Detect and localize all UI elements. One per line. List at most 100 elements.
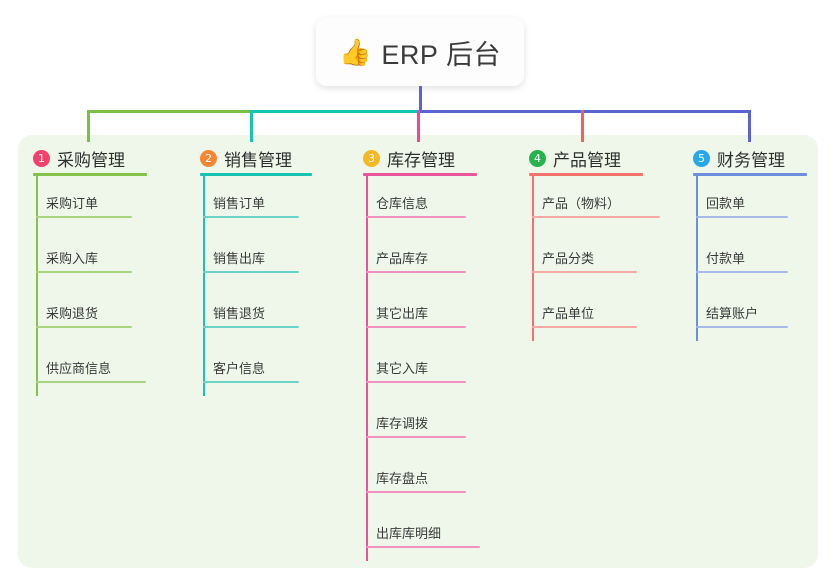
leaf-rule: [203, 326, 299, 328]
branch-header-4[interactable]: 4 产品管理: [529, 146, 621, 170]
leaf-label: 产品（物料）: [542, 196, 621, 211]
branch-column-1: 1 采购管理 采购订单 采购入库 采购退货 供应商信息: [33, 146, 147, 396]
leaf-label: 采购订单: [46, 196, 99, 211]
leaf-label: 结算账户: [706, 306, 759, 321]
drop-connector-4: [581, 110, 584, 142]
leaf-label: 销售出库: [213, 251, 266, 266]
leaf-item[interactable]: 销售订单: [203, 193, 299, 218]
leaf-item[interactable]: 其它出库: [366, 303, 466, 328]
root-node[interactable]: 👍 ERP 后台: [316, 18, 524, 86]
drop-connector-5: [748, 110, 751, 142]
branch-badge-1: 1: [33, 149, 50, 167]
branch-badge-5: 5: [693, 149, 710, 167]
branch-title-1: 采购管理: [57, 150, 125, 170]
leaf-item[interactable]: 回款单: [696, 193, 788, 218]
root-title: ERP 后台: [381, 39, 501, 70]
leaf-rule: [532, 271, 637, 273]
leaf-item[interactable]: 库存调拨: [366, 413, 466, 438]
leaf-label: 仓库信息: [376, 196, 429, 211]
branch-underline-4: [529, 173, 643, 176]
leaf-label: 销售订单: [213, 196, 266, 211]
leaf-item[interactable]: 出库库明细: [366, 523, 480, 548]
leaf-label: 产品库存: [376, 251, 429, 266]
drop-connector-2: [250, 110, 253, 142]
leaf-item[interactable]: 仓库信息: [366, 193, 466, 218]
bus-segment-1: [87, 110, 250, 113]
branch-spine-3: [366, 175, 368, 561]
leaf-rule: [366, 271, 466, 273]
leaf-rule: [203, 271, 299, 273]
branch-title-4: 产品管理: [553, 150, 621, 170]
branch-header-3[interactable]: 3 库存管理: [363, 146, 455, 170]
branch-underline-3: [363, 173, 477, 176]
leaf-label: 其它出库: [376, 306, 429, 321]
leaf-item[interactable]: 产品单位: [532, 303, 637, 328]
leaf-rule: [366, 546, 480, 548]
branch-header-2[interactable]: 2 销售管理: [200, 146, 292, 170]
leaf-label: 回款单: [706, 196, 746, 211]
leaf-label: 出库库明细: [376, 526, 442, 541]
branch-column-5: 5 财务管理 回款单 付款单 结算账户: [693, 146, 807, 341]
leaf-label: 产品分类: [542, 251, 595, 266]
leaf-label: 采购入库: [46, 251, 99, 266]
branch-spine-4: [532, 175, 534, 341]
branch-underline-2: [200, 173, 312, 176]
branch-column-3: 3 库存管理 仓库信息 产品库存 其它出库 其它入库 库存调拨 库存盘点: [363, 146, 480, 561]
leaf-rule: [532, 216, 660, 218]
branch-spine-1: [36, 175, 38, 396]
branch-spine-2: [203, 175, 205, 396]
leaf-item[interactable]: 客户信息: [203, 358, 299, 383]
leaf-rule: [366, 436, 466, 438]
leaf-label: 供应商信息: [46, 361, 112, 376]
leaf-rule: [36, 271, 132, 273]
leaf-rule: [696, 326, 788, 328]
branch-title-5: 财务管理: [717, 150, 785, 170]
branch-title-3: 库存管理: [387, 150, 455, 170]
leaf-item[interactable]: 采购退货: [36, 303, 132, 328]
leaf-item[interactable]: 库存盘点: [366, 468, 466, 493]
leaf-label: 客户信息: [213, 361, 266, 376]
leaf-item[interactable]: 产品分类: [532, 248, 637, 273]
branch-column-2: 2 销售管理 销售订单 销售出库 销售退货 客户信息: [200, 146, 312, 396]
leaf-label: 采购退货: [46, 306, 99, 321]
content-panel: [18, 135, 818, 568]
drop-connector-1: [87, 110, 90, 142]
branch-badge-4: 4: [529, 149, 546, 167]
leaf-item[interactable]: 采购入库: [36, 248, 132, 273]
branch-column-4: 4 产品管理 产品（物料） 产品分类 产品单位: [529, 146, 660, 341]
branch-header-5[interactable]: 5 财务管理: [693, 146, 785, 170]
branch-badge-2: 2: [200, 149, 217, 167]
branch-header-1[interactable]: 1 采购管理: [33, 146, 125, 170]
leaf-label: 库存盘点: [376, 471, 429, 486]
leaf-rule: [696, 271, 788, 273]
leaf-item[interactable]: 销售出库: [203, 248, 299, 273]
leaf-rule: [532, 326, 637, 328]
leaf-rule: [36, 326, 132, 328]
leaf-item[interactable]: 其它入库: [366, 358, 466, 383]
leaf-rule: [203, 381, 299, 383]
leaf-item[interactable]: 产品（物料）: [532, 193, 660, 218]
leaf-item[interactable]: 结算账户: [696, 303, 788, 328]
leaf-rule: [36, 216, 132, 218]
leaf-item[interactable]: 采购订单: [36, 193, 132, 218]
branch-underline-5: [693, 173, 807, 176]
leaf-label: 产品单位: [542, 306, 595, 321]
branch-title-2: 销售管理: [224, 150, 292, 170]
leaf-item[interactable]: 付款单: [696, 248, 788, 273]
leaf-label: 付款单: [706, 251, 746, 266]
leaf-rule: [696, 216, 788, 218]
leaf-rule: [366, 381, 466, 383]
leaf-item[interactable]: 供应商信息: [36, 358, 146, 383]
leaf-rule: [36, 381, 146, 383]
leaf-item[interactable]: 产品库存: [366, 248, 466, 273]
drop-connector-3: [417, 110, 420, 142]
leaf-rule: [203, 216, 299, 218]
leaf-label: 其它入库: [376, 361, 429, 376]
leaf-item[interactable]: 销售退货: [203, 303, 299, 328]
thumbs-up-icon: 👍: [339, 37, 372, 67]
trunk-connector: [419, 86, 422, 112]
branch-badge-3: 3: [363, 149, 380, 167]
leaf-rule: [366, 326, 466, 328]
branch-spine-5: [696, 175, 698, 341]
